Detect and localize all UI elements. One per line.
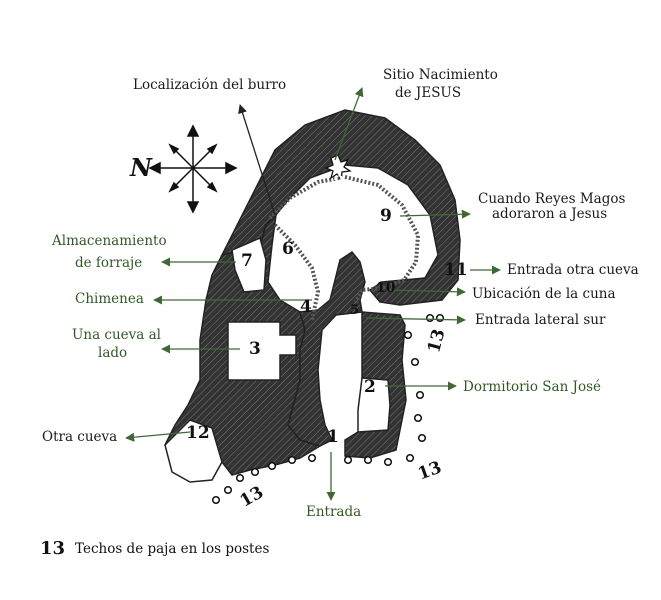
label-reyes-magos: Cuando Reyes Magos bbox=[478, 191, 626, 207]
label-dormitorio-san-jose: Dormitorio San José bbox=[463, 379, 602, 395]
room-number-9: 9 bbox=[380, 206, 392, 226]
label-una-cueva-al: Una cueva al bbox=[72, 327, 161, 343]
label-entrada-otra-cueva: Entrada otra cueva bbox=[507, 262, 639, 278]
room-number-1: 1 bbox=[327, 427, 339, 447]
room-7-forraje bbox=[231, 236, 267, 293]
compass-north-letter: N bbox=[129, 153, 153, 182]
room-number-3: 3 bbox=[249, 339, 261, 359]
star-icon bbox=[324, 154, 352, 182]
room-number-2: 2 bbox=[364, 377, 376, 397]
label-ubicacion-cuna: Ubicación de la cuna bbox=[472, 286, 616, 302]
room-3-side-cave bbox=[227, 321, 297, 381]
label-sitio-nacimiento: Sitio Nacimiento bbox=[383, 67, 498, 83]
label-arrows bbox=[125, 87, 501, 501]
room-number-5: 5 bbox=[350, 303, 360, 318]
room-2-dormitorio bbox=[357, 377, 391, 433]
label-lado: lado bbox=[98, 345, 128, 361]
room-number-10: 10 bbox=[376, 280, 396, 296]
label-de-jesus: de JESUS bbox=[395, 85, 462, 101]
label-localizacion-burro: Localización del burro bbox=[133, 77, 287, 93]
room-number-6: 6 bbox=[282, 239, 294, 259]
label-chimenea: Chimenea bbox=[75, 291, 144, 307]
cave-passage-path-left bbox=[273, 223, 321, 321]
legend-number: 13 bbox=[40, 538, 66, 559]
label-entrada: Entrada bbox=[306, 504, 362, 520]
room-number-7: 7 bbox=[241, 251, 253, 271]
compass-rose-icon bbox=[148, 124, 238, 214]
label-entrada-lateral-sur: Entrada lateral sur bbox=[475, 312, 606, 328]
stilt-posts bbox=[211, 313, 445, 505]
room-12-other-cave bbox=[164, 419, 223, 483]
room-number-11: 11 bbox=[444, 260, 468, 280]
room-number-12: 12 bbox=[186, 423, 210, 443]
label-de-forraje: de forraje bbox=[75, 255, 143, 271]
label-otra-cueva: Otra cueva bbox=[42, 429, 118, 445]
room-number-8: 8 bbox=[333, 173, 345, 193]
cave-rock-core bbox=[287, 250, 366, 447]
room-number-4: 4 bbox=[300, 297, 312, 317]
label-adoraron-jesus: adoraron a Jesus bbox=[492, 206, 608, 222]
legend-text: Techos de paja en los postes bbox=[75, 541, 270, 557]
label-almacenamiento: Almacenamiento bbox=[52, 233, 167, 249]
